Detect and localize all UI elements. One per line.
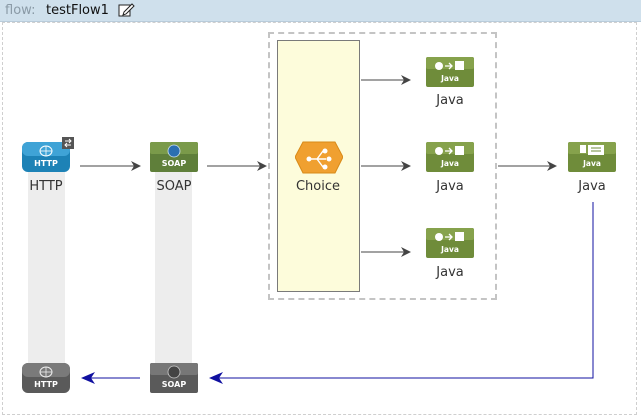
java-component-icon[interactable]: Java xyxy=(426,227,474,259)
return-connector-java-soap xyxy=(209,202,594,384)
java-out-badge-text: Java xyxy=(582,159,601,168)
java2-label: Java xyxy=(436,179,464,194)
java3-badge-text: Java xyxy=(440,245,459,254)
flow-header: flow: testFlow1 xyxy=(0,0,641,22)
soap-return-badge-text: SOAP xyxy=(162,380,187,389)
soap-label: SOAP xyxy=(156,179,192,194)
java-transformer-icon[interactable]: Java xyxy=(568,141,616,173)
http-return-badge-text: HTTP xyxy=(34,380,58,389)
http-globe-icon[interactable]: HTTP xyxy=(22,362,70,394)
http-inbound-label: HTTP xyxy=(29,179,63,194)
choice-label: Choice xyxy=(295,179,341,194)
java-component-icon[interactable]: Java xyxy=(426,141,474,173)
java2-badge-text: Java xyxy=(440,159,459,168)
flow-label: flow: xyxy=(5,3,36,18)
http-lane xyxy=(28,172,65,367)
soap-globe-icon[interactable]: SOAP xyxy=(150,362,198,394)
soap-lane xyxy=(155,172,192,367)
http-badge-text: HTTP xyxy=(34,159,58,168)
soap-globe-icon[interactable]: SOAP xyxy=(150,141,198,173)
java1-label: Java xyxy=(436,93,464,108)
flow-boundary xyxy=(2,22,637,415)
java-out-label: Java xyxy=(578,179,606,194)
http-globe-icon[interactable]: HTTP xyxy=(22,141,74,173)
flow-name[interactable]: testFlow1 xyxy=(46,3,109,18)
choice-router-icon[interactable] xyxy=(295,141,343,174)
java-component-icon[interactable]: Java xyxy=(426,56,474,88)
soap-badge-text: SOAP xyxy=(162,159,187,168)
exchange-pattern-icon xyxy=(62,137,74,149)
java3-label: Java xyxy=(436,265,464,280)
edit-pencil-icon[interactable] xyxy=(118,2,136,18)
java1-badge-text: Java xyxy=(440,74,459,83)
choice-scope xyxy=(268,32,497,300)
